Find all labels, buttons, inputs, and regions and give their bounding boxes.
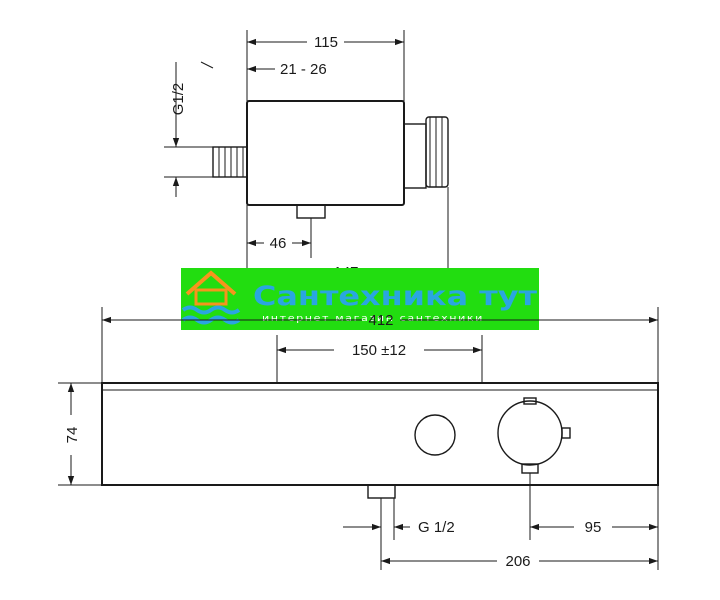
dim-115: 115 — [314, 34, 338, 51]
dim-g12-side: G1/2 — [170, 83, 187, 116]
front-view: 412 150 ±12 74 G 1/2 — [58, 307, 659, 570]
dim-95: 95 — [585, 519, 602, 536]
front-button — [414, 414, 456, 456]
side-handle-knob — [425, 116, 449, 188]
watermark-title: Сантехника тут — [253, 281, 537, 312]
side-bottom-outlet — [296, 204, 326, 219]
watermark-subtitle: интернет магазин сантехники — [262, 314, 484, 324]
front-thermostat-knob — [497, 400, 563, 466]
dim-206: 206 — [505, 553, 530, 570]
dim-74: 74 — [64, 427, 81, 444]
side-body — [246, 100, 405, 206]
side-handle-base — [403, 123, 427, 189]
front-bottom-outlet — [367, 484, 396, 499]
dim-g12-bottom: G 1/2 — [418, 519, 455, 536]
front-body — [101, 382, 659, 486]
dim-46: 46 — [270, 235, 287, 252]
watermark: Сантехника тут интернет магазин сантехни… — [181, 268, 539, 330]
side-inlet-thread — [212, 146, 248, 178]
dim-150-12: 150 ±12 — [352, 342, 406, 359]
dim-412: 412 — [368, 312, 393, 329]
side-view: 115 21 - 26 G1/2 46 147 — [164, 30, 449, 285]
dim-21-26: 21 - 26 — [280, 61, 327, 78]
